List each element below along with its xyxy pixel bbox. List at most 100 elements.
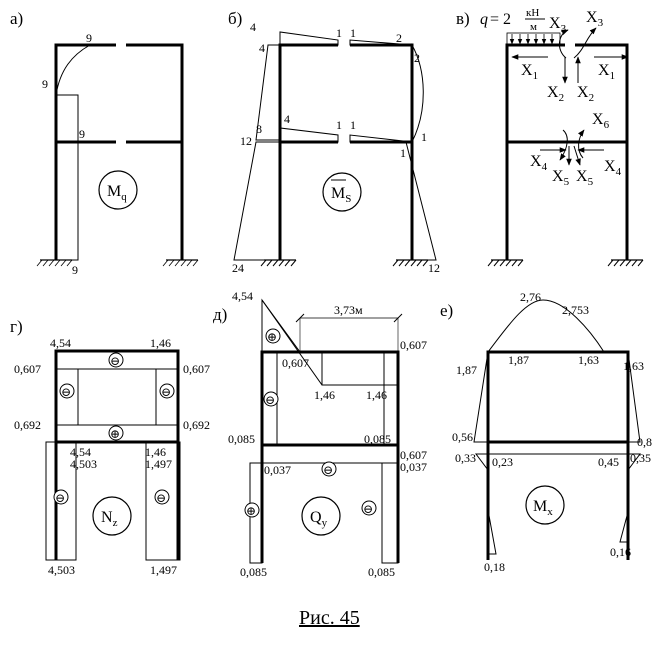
value-b-2: 1 [336, 26, 342, 40]
value-b-6: 12 [240, 134, 252, 148]
value-g-1: 1,46 [150, 336, 171, 350]
frame-b [278, 43, 414, 260]
panel-v: в) q = 2 кН м [456, 7, 644, 267]
value-b-8: 4 [284, 112, 290, 126]
value-b-13: 24 [232, 261, 244, 275]
sign-g-2: ⊖ [161, 385, 171, 399]
badge-e: Mx [533, 498, 553, 518]
badge-circle-a [98, 170, 138, 210]
value-d-11: 0,085 [368, 565, 395, 579]
panel-b-label: б) [228, 9, 242, 28]
value-e-3: 1,87 [508, 353, 529, 367]
x5-left: X5 [552, 168, 570, 188]
value-g-9: 1,497 [145, 457, 172, 471]
support-v-right [607, 259, 644, 267]
distributed-load [509, 34, 555, 45]
value-e-12: 0,18 [484, 560, 505, 574]
value-b-12: 1 [400, 146, 406, 160]
x6: X6 [592, 111, 610, 131]
value-g-5: 0,692 [183, 418, 210, 432]
x4-right: X4 [604, 158, 622, 178]
panel-v-label: в) [456, 9, 470, 28]
load-eq: = 2 [490, 11, 511, 28]
value-b-9: 1 [336, 118, 342, 132]
value-d-9: 0,037 [400, 460, 427, 474]
value-b-10: 1 [350, 118, 356, 132]
sign-d-1: ⊖ [265, 393, 275, 407]
frame-e [486, 350, 630, 560]
load-unit-den: м [530, 21, 537, 33]
value-e-10: 0,45 [598, 455, 619, 469]
value-g-10: 4,503 [48, 563, 75, 577]
support-b-right [392, 259, 429, 267]
x1-left: X1 [521, 62, 538, 82]
value-g-6: 4,54 [70, 445, 91, 459]
value-g-4: 0,692 [14, 418, 41, 432]
support-a-left [36, 259, 73, 267]
x5-right: X5 [576, 168, 594, 188]
panel-e-label: е) [440, 301, 453, 320]
sign-g-5: ⊖ [156, 491, 166, 505]
dimension-d: 3,73м [334, 303, 363, 317]
badge-circle-e [525, 485, 565, 525]
badge-circle-b [322, 172, 362, 212]
value-a-2: 9 [79, 127, 85, 141]
panel-g-label: г) [10, 317, 23, 336]
sign-g-1: ⊖ [61, 385, 71, 399]
figure-caption: Рис. 45 [299, 607, 360, 629]
value-e-2: 1,87 [456, 363, 477, 377]
value-d-4: 1,46 [366, 388, 387, 402]
value-b-4: 2 [396, 31, 402, 45]
panel-b: б) MS 4 4 1 1 2 2 12 8 4 1 [228, 9, 440, 275]
value-a-1: 9 [42, 77, 48, 91]
value-b-11: 1 [421, 130, 427, 144]
sign-d-2: ⊖ [323, 463, 333, 477]
badge-g: Nz [101, 509, 118, 529]
value-d-0: 4,54 [232, 289, 253, 303]
value-e-1: 2,753 [562, 303, 589, 317]
frame-g [54, 349, 180, 560]
value-a-3: 9 [72, 263, 78, 277]
value-b-7: 8 [256, 122, 262, 136]
x2-left: X2 [547, 84, 564, 104]
sign-g-0: ⊖ [110, 354, 120, 368]
badge-circle-g [92, 496, 132, 536]
value-g-11: 1,497 [150, 563, 177, 577]
value-e-7: 0,8 [637, 435, 652, 449]
value-b-14: 12 [428, 261, 440, 275]
value-g-0: 4,54 [50, 336, 71, 350]
value-e-13: 0,16 [610, 545, 631, 559]
panel-e: е) Mx 2,76 2,753 1,87 1,87 1,63 1,63 0,5… [440, 290, 652, 574]
value-b-1: 4 [259, 41, 265, 55]
value-a-0: 9 [86, 31, 92, 45]
load-q: q [480, 11, 488, 28]
value-b-3: 1 [350, 26, 356, 40]
sign-g-3: ⊕ [110, 427, 120, 441]
sign-d-4: ⊖ [363, 502, 373, 516]
value-g-7: 4,503 [70, 457, 97, 471]
value-d-2: 0,607 [400, 338, 427, 352]
value-e-11: 0,35 [630, 451, 651, 465]
support-a-right [162, 259, 199, 267]
x3-left: X3 [549, 15, 567, 35]
panel-d: д) 3,73м ⊕ ⊖ ⊖ ⊕ ⊖ Qy 4,54 0,607 [213, 289, 427, 579]
value-d-1: 0,607 [282, 356, 309, 370]
value-d-7: 0,607 [400, 448, 427, 462]
value-d-5: 0,085 [228, 432, 255, 446]
panel-a: а) Mq 9 9 9 9 [10, 9, 199, 277]
value-d-8: 0,037 [264, 463, 291, 477]
sign-d-3: ⊕ [246, 504, 256, 518]
value-b-0: 4 [250, 20, 256, 34]
badge-circle-d [301, 496, 341, 536]
value-g-8: 1,46 [145, 445, 166, 459]
x3-right: X3 [586, 9, 604, 29]
sign-d-0: ⊕ [267, 330, 277, 344]
x1-right: X1 [598, 62, 615, 82]
frame-a [54, 43, 184, 260]
moment-curve-fill [55, 44, 92, 96]
value-d-6: 0,085 [364, 432, 391, 446]
support-v-left [487, 259, 524, 267]
badge-a: Mq [107, 183, 127, 203]
